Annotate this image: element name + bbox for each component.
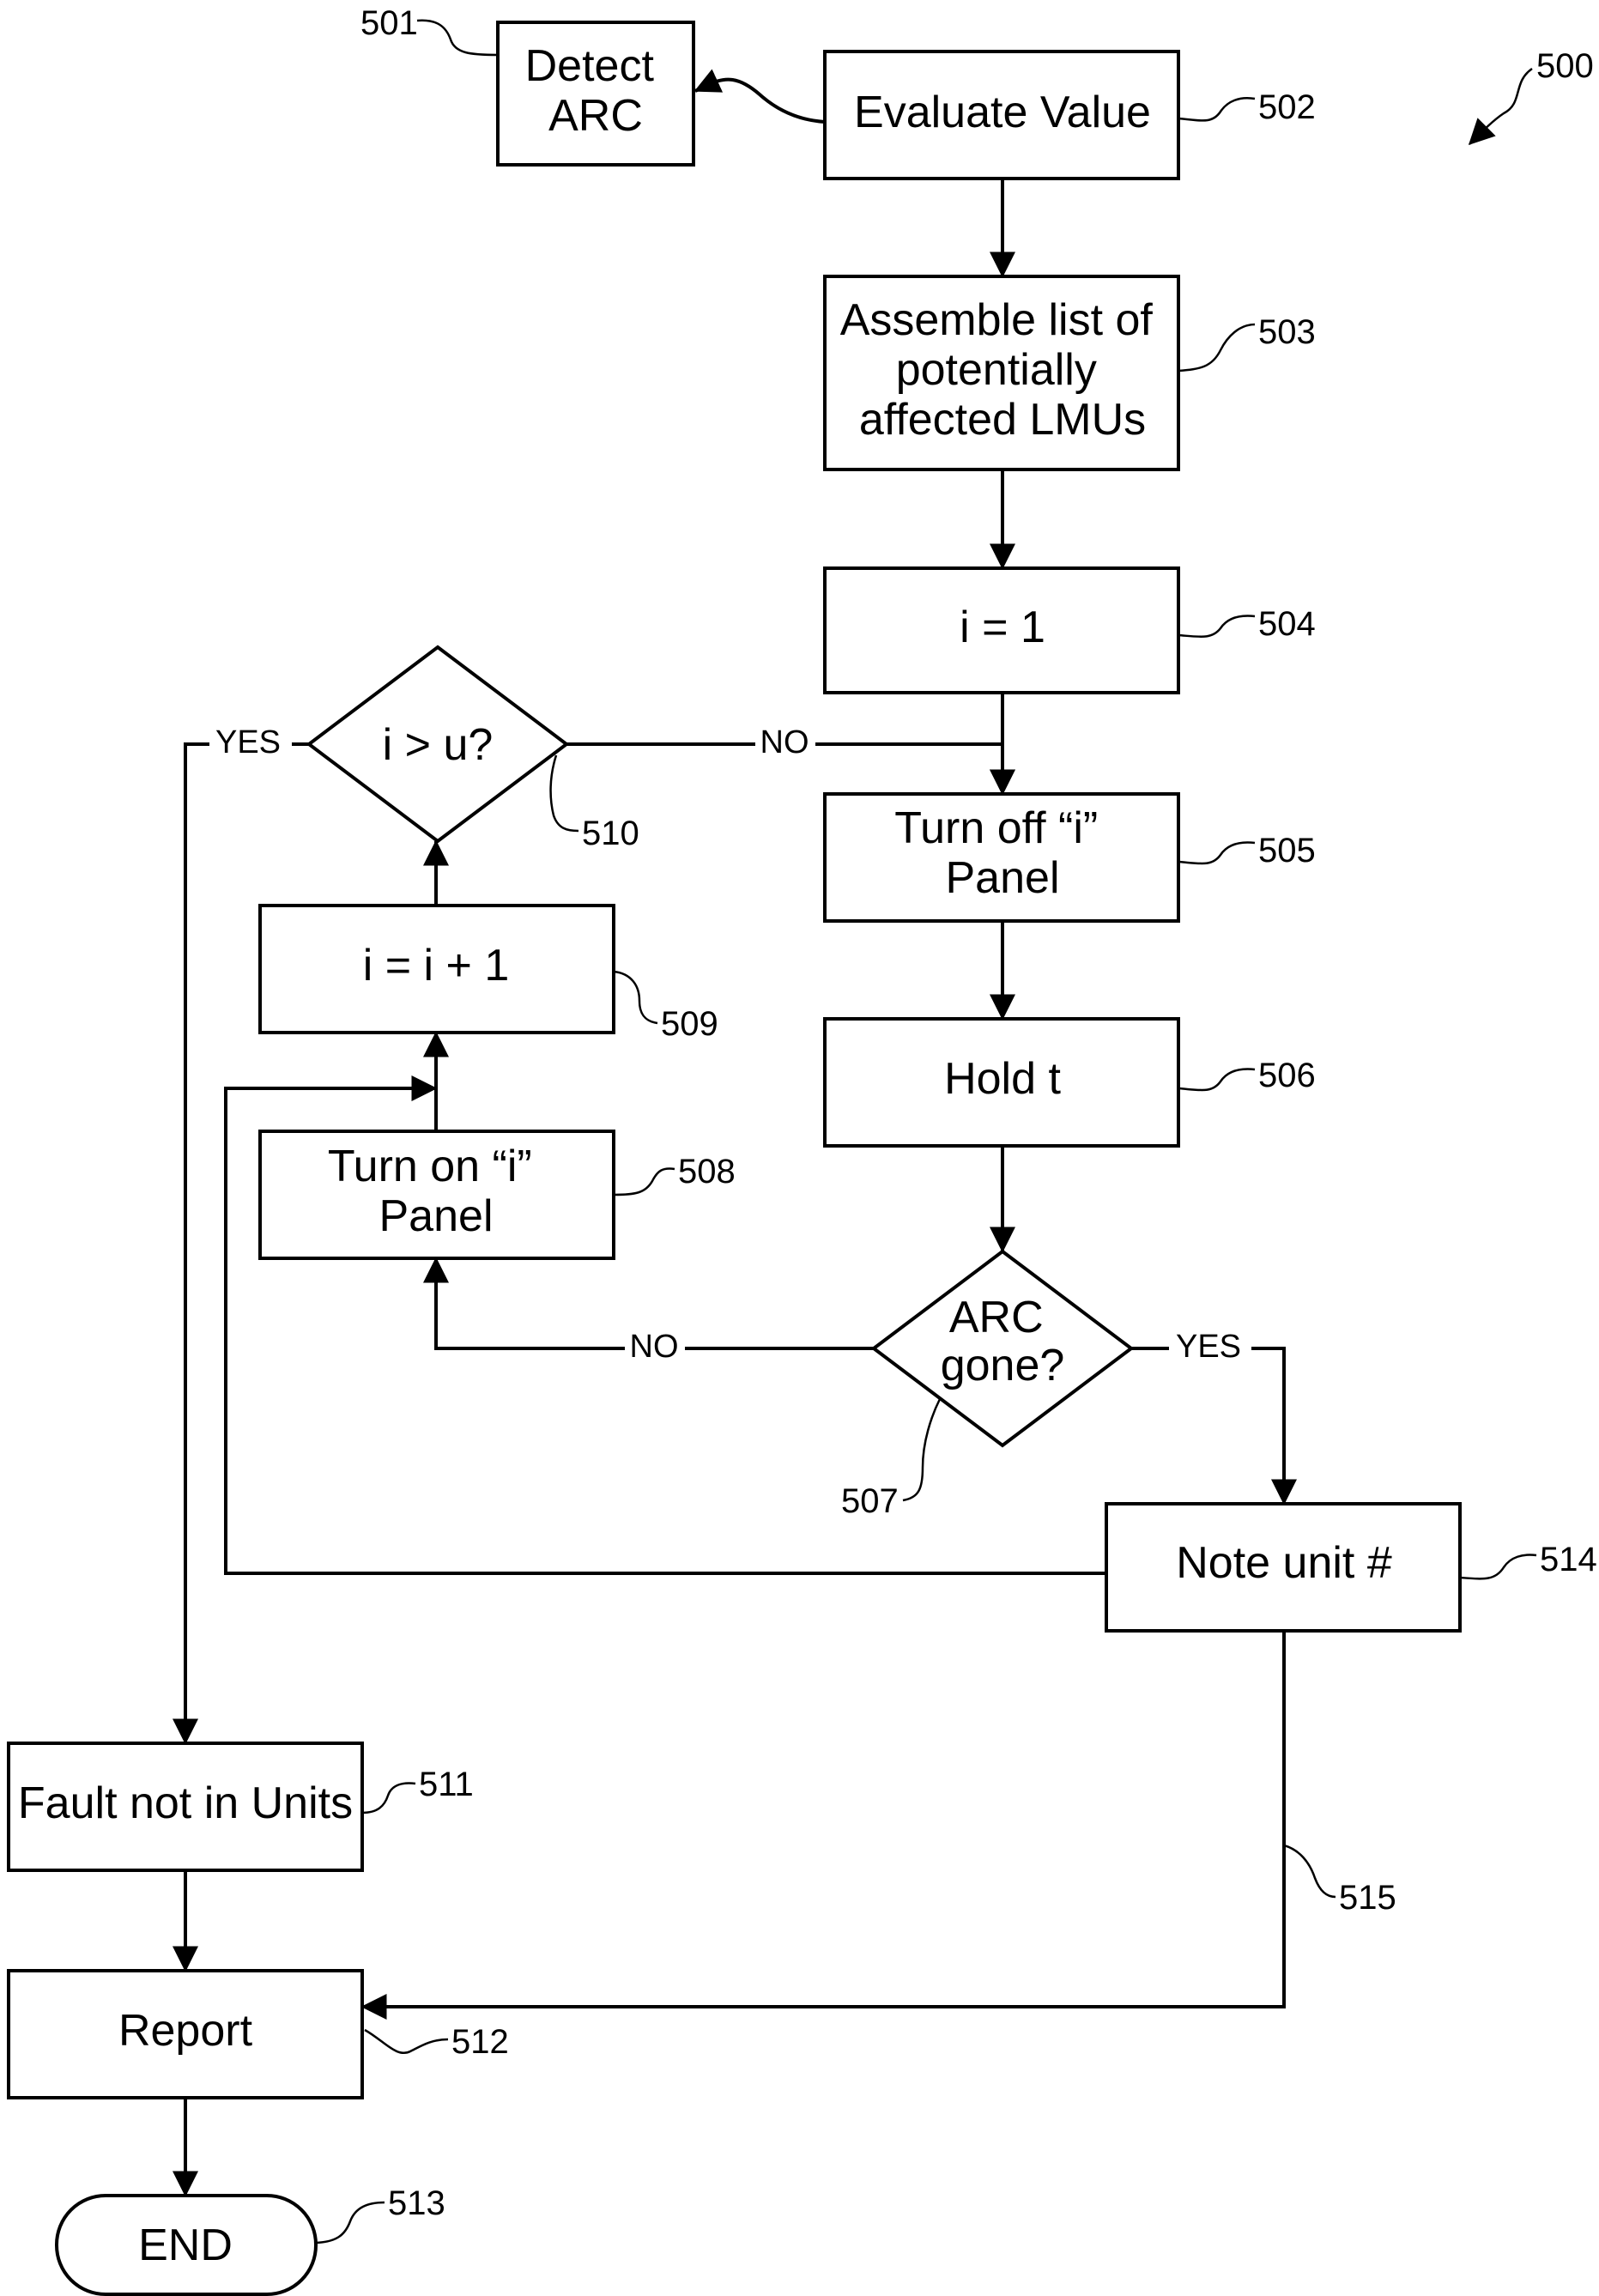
ref-514-leader	[1460, 1555, 1536, 1579]
arrow-507-yes-to-514	[1131, 1348, 1284, 1504]
ref-511-leader	[362, 1784, 415, 1813]
ref-510-leader	[551, 755, 578, 831]
ref-500-arrow	[1469, 69, 1532, 144]
ref-511: 511	[419, 1766, 474, 1803]
ref-512: 512	[451, 2023, 509, 2061]
arrow-502-to-501	[695, 80, 825, 122]
end-label: END	[138, 2220, 233, 2270]
ref-506-leader	[1178, 1069, 1255, 1091]
i-greater-u-label: i > u?	[383, 720, 494, 770]
ref-500: 500	[1536, 47, 1594, 85]
ref-510: 510	[582, 815, 639, 852]
ref-509-leader	[614, 972, 657, 1023]
ref-501-leader	[417, 21, 498, 55]
ref-503: 503	[1258, 313, 1316, 351]
arc-gone-label: ARC gone?	[941, 1293, 1065, 1390]
edge-label-507-yes: YES	[1176, 1329, 1241, 1365]
ref-514: 514	[1540, 1541, 1597, 1578]
fault-not-in-units-label: Fault not in Units	[18, 1778, 353, 1828]
ref-512-leader	[365, 2030, 448, 2053]
ref-502-leader	[1178, 98, 1255, 120]
ref-503-leader	[1178, 324, 1255, 371]
ref-505-leader	[1178, 843, 1255, 864]
ref-501: 501	[360, 4, 418, 42]
evaluate-value-label: Evaluate Value	[854, 88, 1151, 137]
ref-506: 506	[1258, 1057, 1316, 1094]
edge-label-510-yes: YES	[215, 724, 281, 760]
arrow-514-to-512	[362, 1631, 1284, 2007]
ref-507-leader	[903, 1399, 940, 1500]
hold-t-label: Hold t	[944, 1054, 1061, 1104]
ref-507: 507	[841, 1482, 899, 1520]
report-label: Report	[118, 2006, 253, 2056]
edge-label-507-no: NO	[630, 1329, 679, 1365]
ref-504-leader	[1178, 616, 1255, 637]
edge-label-510-no: NO	[760, 724, 809, 760]
ref-502: 502	[1258, 88, 1316, 126]
ref-509: 509	[661, 1005, 718, 1043]
ref-505: 505	[1258, 832, 1316, 869]
ref-513: 513	[388, 2184, 445, 2222]
ref-515-leader	[1284, 1845, 1336, 1897]
ref-515: 515	[1339, 1879, 1396, 1917]
i-increment-label: i = i + 1	[363, 941, 510, 990]
ref-508: 508	[678, 1153, 736, 1190]
ref-508-leader	[614, 1169, 675, 1195]
ref-513-leader	[316, 2202, 385, 2243]
ref-504: 504	[1258, 605, 1316, 643]
note-unit-label: Note unit #	[1176, 1538, 1392, 1588]
i-equals-1-label: i = 1	[960, 603, 1045, 652]
